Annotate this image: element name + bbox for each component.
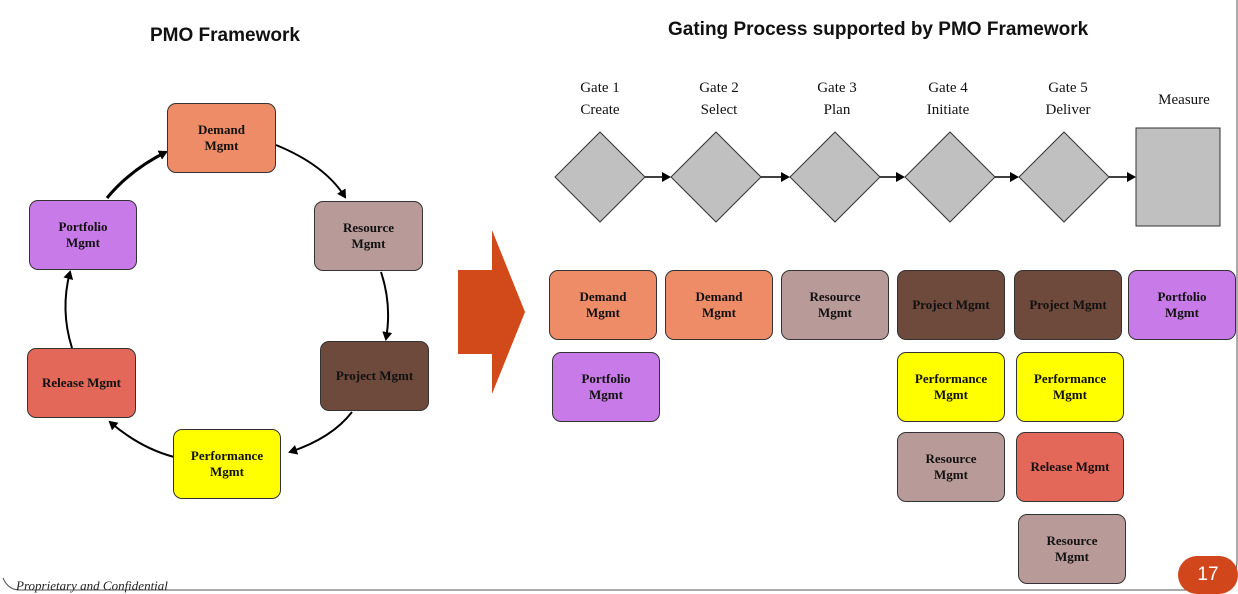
transition-arrow [458, 230, 525, 394]
gate4-resource-mgmt: Resource Mgmt [897, 432, 1005, 502]
cycle-release-mgmt: Release Mgmt [27, 348, 136, 418]
confidentiality-footer: Proprietary and Confidential [16, 578, 168, 593]
gate1-portfolio-mgmt: Portfolio Mgmt [552, 352, 660, 422]
measure-portfolio-mgmt: Portfolio Mgmt [1128, 270, 1236, 340]
gate4-project-mgmt: Project Mgmt [897, 270, 1005, 340]
gate-4-diamond [904, 131, 996, 223]
cycle-project-mgmt: Project Mgmt [320, 341, 429, 411]
gate5-release-mgmt: Release Mgmt [1016, 432, 1124, 502]
gating-process-title: Gating Process supported by PMO Framewor… [668, 19, 1089, 40]
arrow-demand-to-resource [275, 144, 347, 199]
measure-square [1135, 127, 1221, 227]
arrow-portfolio-to-demand [105, 150, 168, 199]
gate-2-diamond [670, 131, 762, 223]
gate-5-diamond [1018, 131, 1110, 223]
gate5-resource-mgmt: Resource Mgmt [1018, 514, 1126, 584]
cycle-portfolio-mgmt: Portfolio Mgmt [29, 200, 137, 270]
gate2-demand-mgmt: Demand Mgmt [665, 270, 773, 340]
gate5-performance-mgmt: Performance Mgmt [1016, 352, 1124, 422]
cycle-performance-mgmt: Performance Mgmt [173, 429, 281, 499]
arrow-performance-to-release [108, 420, 175, 458]
arrow-resource-to-project [380, 271, 393, 341]
arrow-release-to-portfolio [63, 270, 74, 349]
gate-1-diamond [554, 131, 646, 223]
arrow-project-to-performance [288, 411, 353, 455]
cycle-resource-mgmt: Resource Mgmt [314, 201, 423, 271]
cycle-demand-mgmt: Demand Mgmt [167, 103, 276, 173]
gate4-performance-mgmt: Performance Mgmt [897, 352, 1005, 422]
gate1-demand-mgmt: Demand Mgmt [549, 270, 657, 340]
pmo-framework-title: PMO Framework [150, 25, 300, 46]
gate-3-diamond [789, 131, 881, 223]
measure-label: Measure [1158, 92, 1210, 108]
gate5-project-mgmt: Project Mgmt [1014, 270, 1122, 340]
gate3-resource-mgmt: Resource Mgmt [781, 270, 889, 340]
page-number-badge: 17 [1178, 556, 1238, 594]
